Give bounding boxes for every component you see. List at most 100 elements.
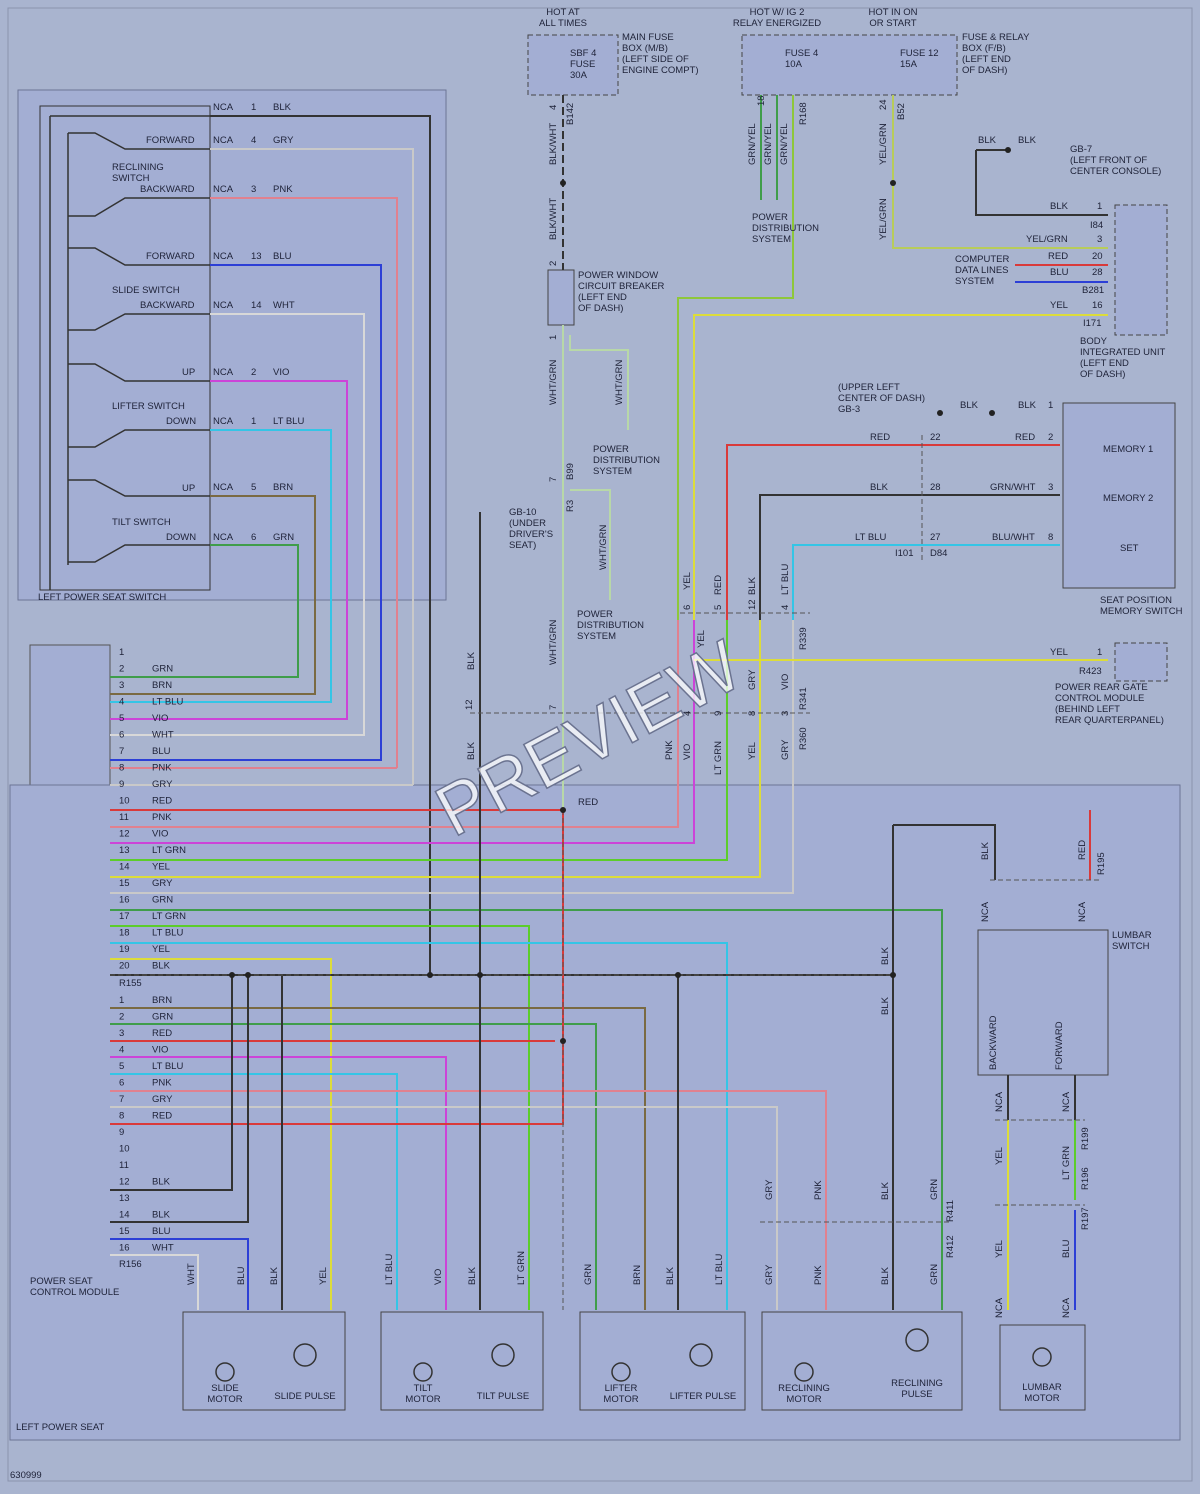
motor-symbols <box>215 1328 1052 1382</box>
code-r411: R411 <box>945 1200 956 1222</box>
splice-9 <box>675 972 681 978</box>
wire-blk-lumbar-2 <box>893 824 996 880</box>
module-a-pin-wire: GRY <box>152 878 173 889</box>
wire-pnk-11 <box>110 620 679 828</box>
vlbl-yelgrn-2: YEL/GRN <box>878 198 889 240</box>
vlbl-blk-rec-b: BLK <box>880 996 891 1015</box>
wire-ltgrn-17 <box>110 925 530 1310</box>
vlbl-backward: BACKWARD <box>988 1015 999 1070</box>
module-b-pin-number: 3 <box>119 1028 124 1039</box>
pin-8-spms: 8 <box>1048 532 1053 543</box>
vlbl-ltblu-4: LT BLU <box>780 564 791 595</box>
code-r168: R168 <box>798 102 809 125</box>
wire-ltgrn-13 <box>110 620 728 861</box>
vlbl-m-pnk: PNK <box>813 1265 824 1285</box>
connector-codes: B142 R168 B52 B99 R3 I84 B281 I171 I101 … <box>565 102 1107 1258</box>
vlbl-blk-lumbar: BLK <box>980 841 991 860</box>
vlbl-yel-a: YEL <box>747 742 758 760</box>
switch-pin-number: 4 <box>251 135 256 146</box>
vlbl-m-blu: BLU <box>236 1266 247 1285</box>
wire-brn-5 <box>110 495 316 695</box>
code-r196: R196 <box>1080 1167 1091 1190</box>
switch-pin-nca: NCA <box>213 482 234 493</box>
vlbl-m-brn: BRN <box>632 1265 643 1285</box>
code-r339: R339 <box>798 627 809 650</box>
vlbl-whtgrn-1: WHT/GRN <box>548 359 559 405</box>
switch-pin-number: 13 <box>251 251 262 262</box>
lbl-bluwht: BLU/WHT <box>992 532 1035 543</box>
code-r412: R412 <box>945 1235 956 1258</box>
wire-pnk-b6 <box>110 1090 827 1310</box>
switch-pin-number: 1 <box>251 102 256 113</box>
vlbl-blk-gb10b: BLK <box>466 741 477 760</box>
lumbar-motor-symbol <box>1032 1347 1052 1367</box>
lbl-blk-28: BLK <box>870 482 889 493</box>
wire-whtgrn-pds2 <box>570 489 611 600</box>
module-b-pin-number: 7 <box>119 1094 124 1105</box>
vlbl-ltgrn-lumbar: LT GRN <box>1061 1146 1072 1180</box>
pin-27: 27 <box>930 532 941 543</box>
vlbl-m-blk-top: BLK <box>880 1181 891 1200</box>
vlbl-m-grn: GRN <box>583 1264 594 1285</box>
module-a-pin-wire: BLU <box>152 746 171 757</box>
switch-pin-nca: NCA <box>213 251 234 262</box>
module-a-pin-wire: BLK <box>152 961 171 972</box>
pin-4-b142: 4 <box>548 105 559 110</box>
vlbl-m-grn-top: GRN <box>929 1179 940 1200</box>
lbl-blk-gb7a: BLK <box>978 135 997 146</box>
vlbl-whtgrn-3: WHT/GRN <box>598 524 609 570</box>
module-a-pin-wire: VIO <box>152 713 168 724</box>
wire-yelgrn <box>892 95 1108 249</box>
module-a-pin-wire: YEL <box>152 944 170 955</box>
pin-numbers: 4 18 24 2 1 7 1 3 20 28 16 1 2 3 8 22 28… <box>464 95 1103 716</box>
lbl-yel-biu: YEL <box>1050 300 1068 311</box>
pin-16-biu: 16 <box>1092 300 1103 311</box>
code-b52: B52 <box>896 103 907 120</box>
module-b-pin-number: 13 <box>119 1193 130 1204</box>
switch-pin-number: 3 <box>251 184 256 195</box>
vlbl-blk-gb10: BLK <box>466 651 477 670</box>
splice-3 <box>560 807 566 813</box>
slide-forward: FORWARD <box>146 251 195 262</box>
code-b281: B281 <box>1082 285 1104 296</box>
wire-blk-b12 <box>110 975 233 1191</box>
module-a-pin-wire: RED <box>152 796 172 807</box>
module-b-pin-number: 15 <box>119 1226 130 1237</box>
switch-pin-wire: BRN <box>273 482 293 493</box>
module-a-pin-number: 15 <box>119 878 130 889</box>
vlbl-grnyel-2: GRN/YEL <box>763 123 774 165</box>
wire-grn-6 <box>110 544 299 678</box>
switch-pin-wire: BLK <box>273 102 292 113</box>
code-b142: B142 <box>565 103 576 125</box>
switch-pin-wire: PNK <box>273 184 293 195</box>
code-r3: R3 <box>565 500 576 512</box>
vertical-labels: BLK/WHT BLK/WHT WHT/GRN WHT/GRN WHT/GRN … <box>186 123 1088 1318</box>
vlbl-forward: FORWARD <box>1054 1021 1065 1070</box>
module-b-pin-number: 5 <box>119 1061 124 1072</box>
code-b99: B99 <box>565 463 576 480</box>
sw-lifter-up <box>68 363 210 382</box>
slide-pulse-label: SLIDE PULSE <box>274 1391 335 1402</box>
module-a-pin-wire: YEL <box>152 862 170 873</box>
wire-ltblu-memory <box>792 544 1060 620</box>
wire-yel-16 <box>693 314 1108 620</box>
switch-pin-nca: NCA <box>213 416 234 427</box>
module-a-pin-number: 3 <box>119 680 124 691</box>
pin-20-biu: 20 <box>1092 251 1103 262</box>
module-b-pin-number: 4 <box>119 1045 124 1056</box>
vlbl-m-ltblu: LT BLU <box>384 1254 395 1285</box>
vlbl-m-ltgrn: LT GRN <box>516 1251 527 1285</box>
vlbl-ltgrn: LT GRN <box>713 741 724 775</box>
